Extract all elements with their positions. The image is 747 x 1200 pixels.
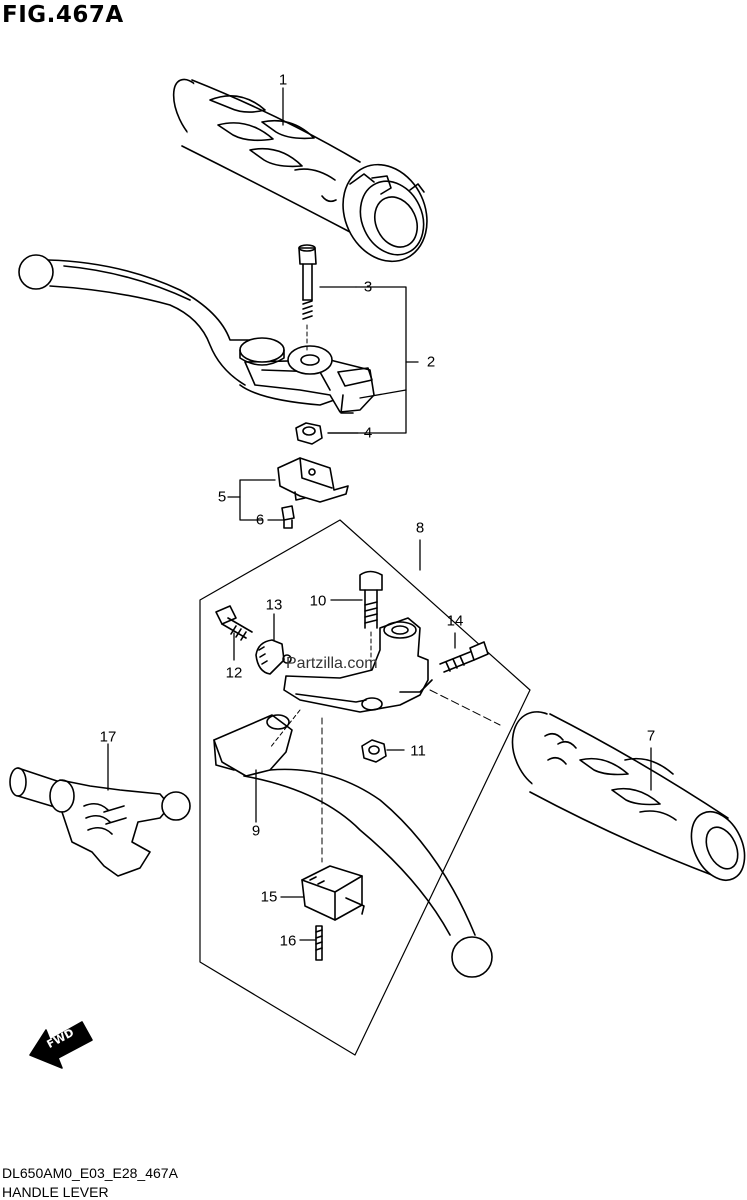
callout-17: 17 [99, 728, 117, 746]
left-grip-part [511, 711, 746, 881]
callout-1: 1 [278, 71, 288, 89]
lock-nut-part [295, 422, 323, 445]
clutch-pivot-bolt-part [359, 570, 383, 691]
figure-title: FIG.467A [2, 2, 124, 28]
callout-15: 15 [260, 888, 278, 906]
callout-2: 2 [426, 353, 436, 371]
handlebar-bracket-part [9, 767, 191, 877]
brake-switch-part [277, 457, 349, 529]
callout-12: 12 [225, 664, 243, 682]
callout-11: 11 [410, 742, 426, 760]
throttle-grip-part [172, 78, 428, 263]
clamp-bolt-part [215, 605, 253, 641]
diagram-caption: HANDLE LEVER [2, 1184, 109, 1200]
callout-7: 7 [646, 727, 656, 745]
callout-8: 8 [415, 519, 425, 537]
kit-boundary-outline [199, 519, 531, 1056]
clutch-switch-part [301, 865, 365, 921]
leader-lines [107, 87, 652, 941]
diagram-code: DL650AM0_E03_E28_467A [2, 1165, 178, 1181]
callout-5: 5 [217, 488, 227, 506]
pivot-bolt-part [298, 244, 317, 353]
fwd-arrow-icon [29, 1021, 93, 1069]
switch-screw-part [315, 925, 323, 961]
brake-lever-assembly [18, 254, 375, 414]
callout-10: 10 [309, 592, 327, 610]
clutch-lever-part [213, 714, 493, 978]
callout-3: 3 [363, 278, 373, 296]
perch-clamp-bolt-part [439, 641, 489, 673]
callout-14: 14 [446, 612, 464, 630]
lever-adjuster-part [255, 639, 292, 675]
callout-4: 4 [363, 424, 373, 442]
callout-6: 6 [255, 511, 265, 529]
callout-16: 16 [279, 932, 297, 950]
callout-9: 9 [251, 822, 261, 840]
clutch-perch-part [283, 617, 501, 726]
clutch-lock-nut-part [361, 739, 387, 763]
watermark-text: Partzilla.com [286, 655, 378, 672]
callout-13: 13 [265, 596, 283, 614]
